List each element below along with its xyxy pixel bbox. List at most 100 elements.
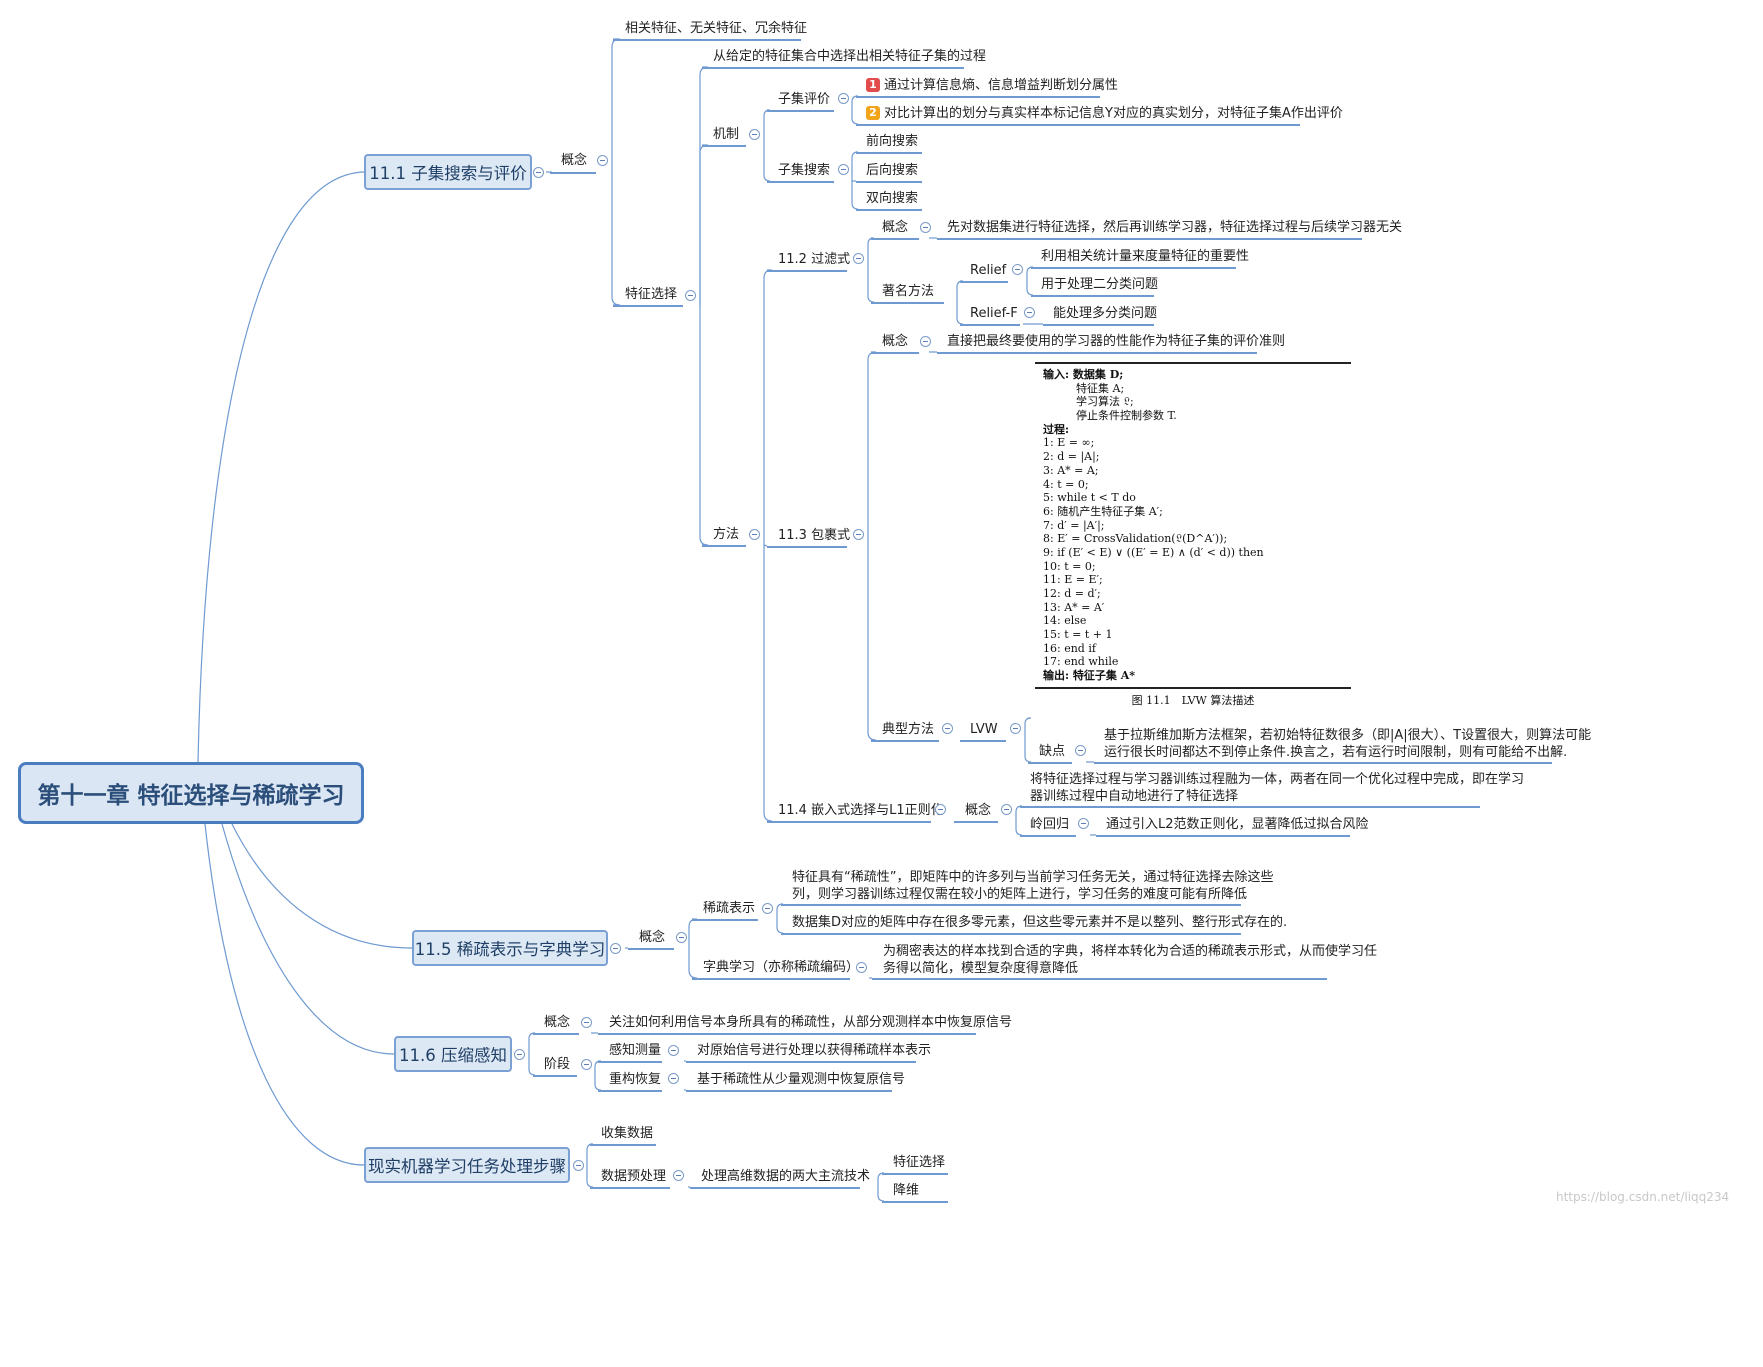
topic-ml-task-steps[interactable]: 现实机器学习任务处理步骤 bbox=[364, 1147, 570, 1183]
node-sensing-text[interactable]: 对原始信号进行处理以获得稀疏样本表示 bbox=[697, 1043, 932, 1058]
node-bidirectional-search[interactable]: 双向搜索 bbox=[866, 191, 919, 206]
topic-subset-search[interactable]: 11.1 子集搜索与评价 bbox=[364, 154, 532, 190]
topic-sparse-representation[interactable]: 11.5 稀疏表示与字典学习 bbox=[412, 930, 608, 966]
node-subset-evaluation[interactable]: 子集评价 bbox=[778, 92, 831, 107]
node-sensing-measurement[interactable]: 感知测量 bbox=[609, 1043, 662, 1058]
node-weakness-text-1[interactable]: 基于拉斯维加斯方法框架，若初始特征数很多（即|A|很大）、T设置很大，则算法可能 bbox=[1104, 728, 1592, 743]
node-dictionary-learning[interactable]: 字典学习（亦称稀疏编码） bbox=[703, 960, 860, 975]
collapse-icon[interactable] bbox=[853, 529, 864, 540]
collapse-icon[interactable] bbox=[581, 1059, 592, 1070]
collapse-icon[interactable] bbox=[935, 804, 946, 815]
node-famous-methods[interactable]: 著名方法 bbox=[882, 284, 935, 299]
node-relief[interactable]: Relief bbox=[970, 263, 1007, 278]
collapse-icon[interactable] bbox=[668, 1073, 679, 1084]
collapse-icon[interactable] bbox=[853, 253, 864, 264]
node-mechanism[interactable]: 机制 bbox=[713, 127, 740, 142]
node-embedded-text-1[interactable]: 将特征选择过程与学习器训练过程融为一体，两者在同一个优化过程中完成，即在学习 bbox=[1030, 772, 1525, 787]
node-stage[interactable]: 阶段 bbox=[544, 1057, 571, 1072]
node-wrapper-concept-text[interactable]: 直接把最终要使用的学习器的性能作为特征子集的评价准则 bbox=[947, 334, 1286, 349]
node-typical-method[interactable]: 典型方法 bbox=[882, 722, 935, 737]
node-b6-concept-text[interactable]: 关注如何利用信号本身所具有的稀疏性，从部分观测样本中恢复原信号 bbox=[609, 1015, 1013, 1030]
collapse-icon[interactable] bbox=[533, 167, 544, 178]
node-dimensionality-reduction[interactable]: 降维 bbox=[893, 1183, 920, 1198]
topic-compressed-sensing[interactable]: 11.6 压缩感知 bbox=[394, 1036, 512, 1072]
node-reconstruction[interactable]: 重构恢复 bbox=[609, 1072, 662, 1087]
underline bbox=[1028, 762, 1072, 764]
node-subset-search[interactable]: 子集搜索 bbox=[778, 163, 831, 178]
root-topic[interactable]: 第十一章 特征选择与稀疏学习 bbox=[18, 762, 364, 824]
node-filter-concept[interactable]: 概念 bbox=[882, 220, 909, 235]
node-embedded-method[interactable]: 11.4 嵌入式选择与L1正则化 bbox=[778, 803, 944, 818]
node-ridge-text[interactable]: 通过引入L2范数正则化，显著降低过拟合风险 bbox=[1106, 817, 1369, 832]
node-relevant-features[interactable]: 相关特征、无关特征、冗余特征 bbox=[625, 21, 808, 36]
collapse-icon[interactable] bbox=[597, 155, 608, 166]
node-weakness[interactable]: 缺点 bbox=[1039, 744, 1066, 759]
node-concept[interactable]: 概念 bbox=[561, 153, 588, 168]
underline bbox=[960, 740, 1006, 742]
node-relief-f-detail[interactable]: 能处理多分类问题 bbox=[1053, 306, 1158, 321]
node-embedded-text-2[interactable]: 器训练过程中自动地进行了特征选择 bbox=[1030, 789, 1239, 804]
node-ridge-regression[interactable]: 岭回归 bbox=[1030, 817, 1070, 832]
node-relief-detail-2[interactable]: 用于处理二分类问题 bbox=[1041, 277, 1159, 292]
node-b5-concept[interactable]: 概念 bbox=[639, 930, 666, 945]
collapse-icon[interactable] bbox=[514, 1049, 525, 1060]
collapse-icon[interactable] bbox=[920, 336, 931, 347]
node-dict-text-2[interactable]: 务得以简化，模型复杂度得意降低 bbox=[883, 961, 1079, 976]
underline bbox=[960, 281, 1008, 283]
node-wrapper-concept[interactable]: 概念 bbox=[882, 334, 909, 349]
collapse-icon[interactable] bbox=[1078, 818, 1089, 829]
node-method[interactable]: 方法 bbox=[713, 527, 740, 542]
node-filter-method[interactable]: 11.2 过滤式 bbox=[778, 252, 851, 267]
collapse-icon[interactable] bbox=[856, 962, 867, 973]
collapse-icon[interactable] bbox=[749, 129, 760, 140]
node-relief-detail-1[interactable]: 利用相关统计量来度量特征的重要性 bbox=[1041, 249, 1250, 264]
collapse-icon[interactable] bbox=[685, 290, 696, 301]
node-forward-search[interactable]: 前向搜索 bbox=[866, 134, 919, 149]
node-backward-search[interactable]: 后向搜索 bbox=[866, 163, 919, 178]
node-filter-concept-text[interactable]: 先对数据集进行特征选择，然后再训练学习器，特征选择过程与后续学习器无关 bbox=[947, 220, 1403, 235]
node-sparse-representation[interactable]: 稀疏表示 bbox=[703, 901, 756, 916]
collapse-icon[interactable] bbox=[581, 1017, 592, 1028]
collapse-icon[interactable] bbox=[762, 903, 773, 914]
node-sparse-text-1[interactable]: 特征具有“稀疏性”，即矩阵中的许多列与当前学习任务无关，通过特征选择去除这些 bbox=[792, 870, 1274, 885]
node-feature-selection-tech[interactable]: 特征选择 bbox=[893, 1155, 946, 1170]
collapse-icon[interactable] bbox=[668, 1045, 679, 1056]
collapse-icon[interactable] bbox=[1024, 307, 1035, 318]
node-preprocess[interactable]: 数据预处理 bbox=[601, 1169, 667, 1184]
collapse-icon[interactable] bbox=[610, 943, 621, 954]
underline bbox=[882, 1173, 948, 1175]
collapse-icon[interactable] bbox=[1012, 264, 1023, 275]
underline bbox=[1094, 762, 1552, 764]
collapse-icon[interactable] bbox=[1010, 723, 1021, 734]
collapse-icon[interactable] bbox=[673, 1170, 684, 1181]
node-two-techniques[interactable]: 处理高维数据的两大主流技术 bbox=[701, 1169, 871, 1184]
collapse-icon[interactable] bbox=[749, 529, 760, 540]
collapse-icon[interactable] bbox=[1001, 804, 1012, 815]
collapse-icon[interactable] bbox=[573, 1160, 584, 1171]
node-weakness-text-2[interactable]: 运行很长时间都达不到停止条件.换言之，若有运行时间限制，则有可能给不出解. bbox=[1104, 745, 1568, 760]
collapse-icon[interactable] bbox=[942, 723, 953, 734]
node-fs-definition[interactable]: 从给定的特征集合中选择出相关特征子集的过程 bbox=[713, 49, 987, 64]
node-sparse-text-3[interactable]: 数据集D对应的矩阵中存在很多零元素，但这些零元素并不是以整列、整行形式存在的. bbox=[792, 915, 1288, 930]
node-lvw[interactable]: LVW bbox=[970, 722, 998, 737]
collapse-icon[interactable] bbox=[838, 164, 849, 175]
node-embedded-concept[interactable]: 概念 bbox=[965, 803, 992, 818]
collapse-icon[interactable] bbox=[1075, 745, 1086, 756]
node-feature-selection[interactable]: 特征选择 bbox=[625, 287, 678, 302]
node-dict-text-1[interactable]: 为稠密表达的样本找到合适的字典，将样本转化为合适的稀疏表示形式，从而使学习任 bbox=[883, 944, 1378, 959]
node-wrapper-method[interactable]: 11.3 包裹式 bbox=[778, 528, 851, 543]
underline bbox=[781, 904, 1241, 906]
collapse-icon[interactable] bbox=[838, 93, 849, 104]
node-b6-concept[interactable]: 概念 bbox=[544, 1015, 571, 1030]
node-sparse-text-2[interactable]: 列，则学习器训练过程仅需在较小的矩阵上进行，学习任务的难度可能有所降低 bbox=[792, 887, 1248, 902]
node-reconstruction-text[interactable]: 基于稀疏性从少量观测中恢复原信号 bbox=[697, 1072, 906, 1087]
underline bbox=[533, 1075, 577, 1077]
underline bbox=[767, 181, 834, 183]
node-collect-data[interactable]: 收集数据 bbox=[601, 1126, 654, 1141]
collapse-icon[interactable] bbox=[920, 222, 931, 233]
collapse-icon[interactable] bbox=[676, 932, 687, 943]
node-relief-f[interactable]: Relief-F bbox=[970, 306, 1018, 321]
underline bbox=[1031, 267, 1236, 269]
